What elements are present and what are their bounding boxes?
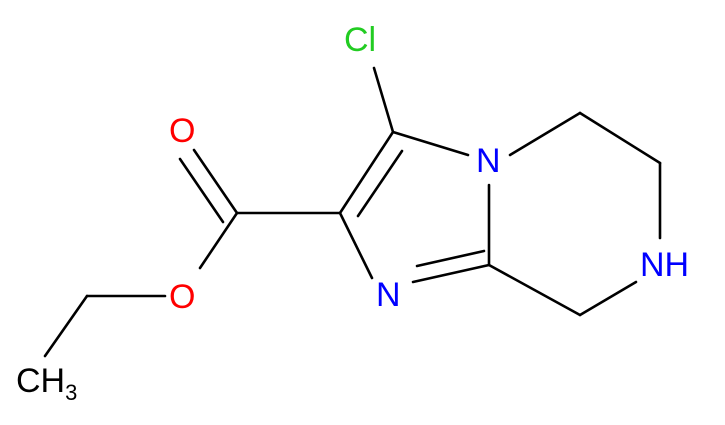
bond-carbonyl-ester-o	[198, 211, 239, 270]
atom-carbonyl-oxygen: O	[169, 112, 195, 150]
bond-ch2-ch3	[43, 294, 89, 358]
atom-labels: Cl O O N N NH CH3	[16, 21, 689, 405]
bonds	[43, 66, 662, 358]
bond-c3-cl	[372, 66, 395, 134]
atom-bridge-nitrogen: N	[476, 142, 501, 180]
atom-ester-oxygen: O	[169, 278, 195, 316]
methyl-ch: CH	[16, 362, 65, 400]
bond-n7-c8	[578, 280, 638, 317]
bond-c5-c6	[578, 111, 662, 165]
atom-amine-nh: NH	[640, 246, 689, 284]
atom-imine-nitrogen: N	[376, 276, 401, 314]
bond-carbonyl-o	[192, 148, 239, 215]
bond-c3-c2	[338, 130, 395, 215]
bond-carbonyl-o-double	[178, 157, 225, 224]
bond-c3-n4	[391, 130, 470, 157]
bond-c8-c8a	[487, 263, 582, 317]
atom-methyl: CH3	[16, 362, 77, 405]
methyl-subscript: 3	[65, 380, 77, 405]
bond-n1-c8a	[411, 263, 491, 284]
bond-c2-n1	[338, 211, 374, 280]
bond-c3-c2-double	[356, 149, 404, 218]
bond-n1-c8a-double	[415, 249, 486, 268]
atom-chlorine: Cl	[344, 21, 376, 59]
bond-n4-c5	[508, 111, 582, 157]
